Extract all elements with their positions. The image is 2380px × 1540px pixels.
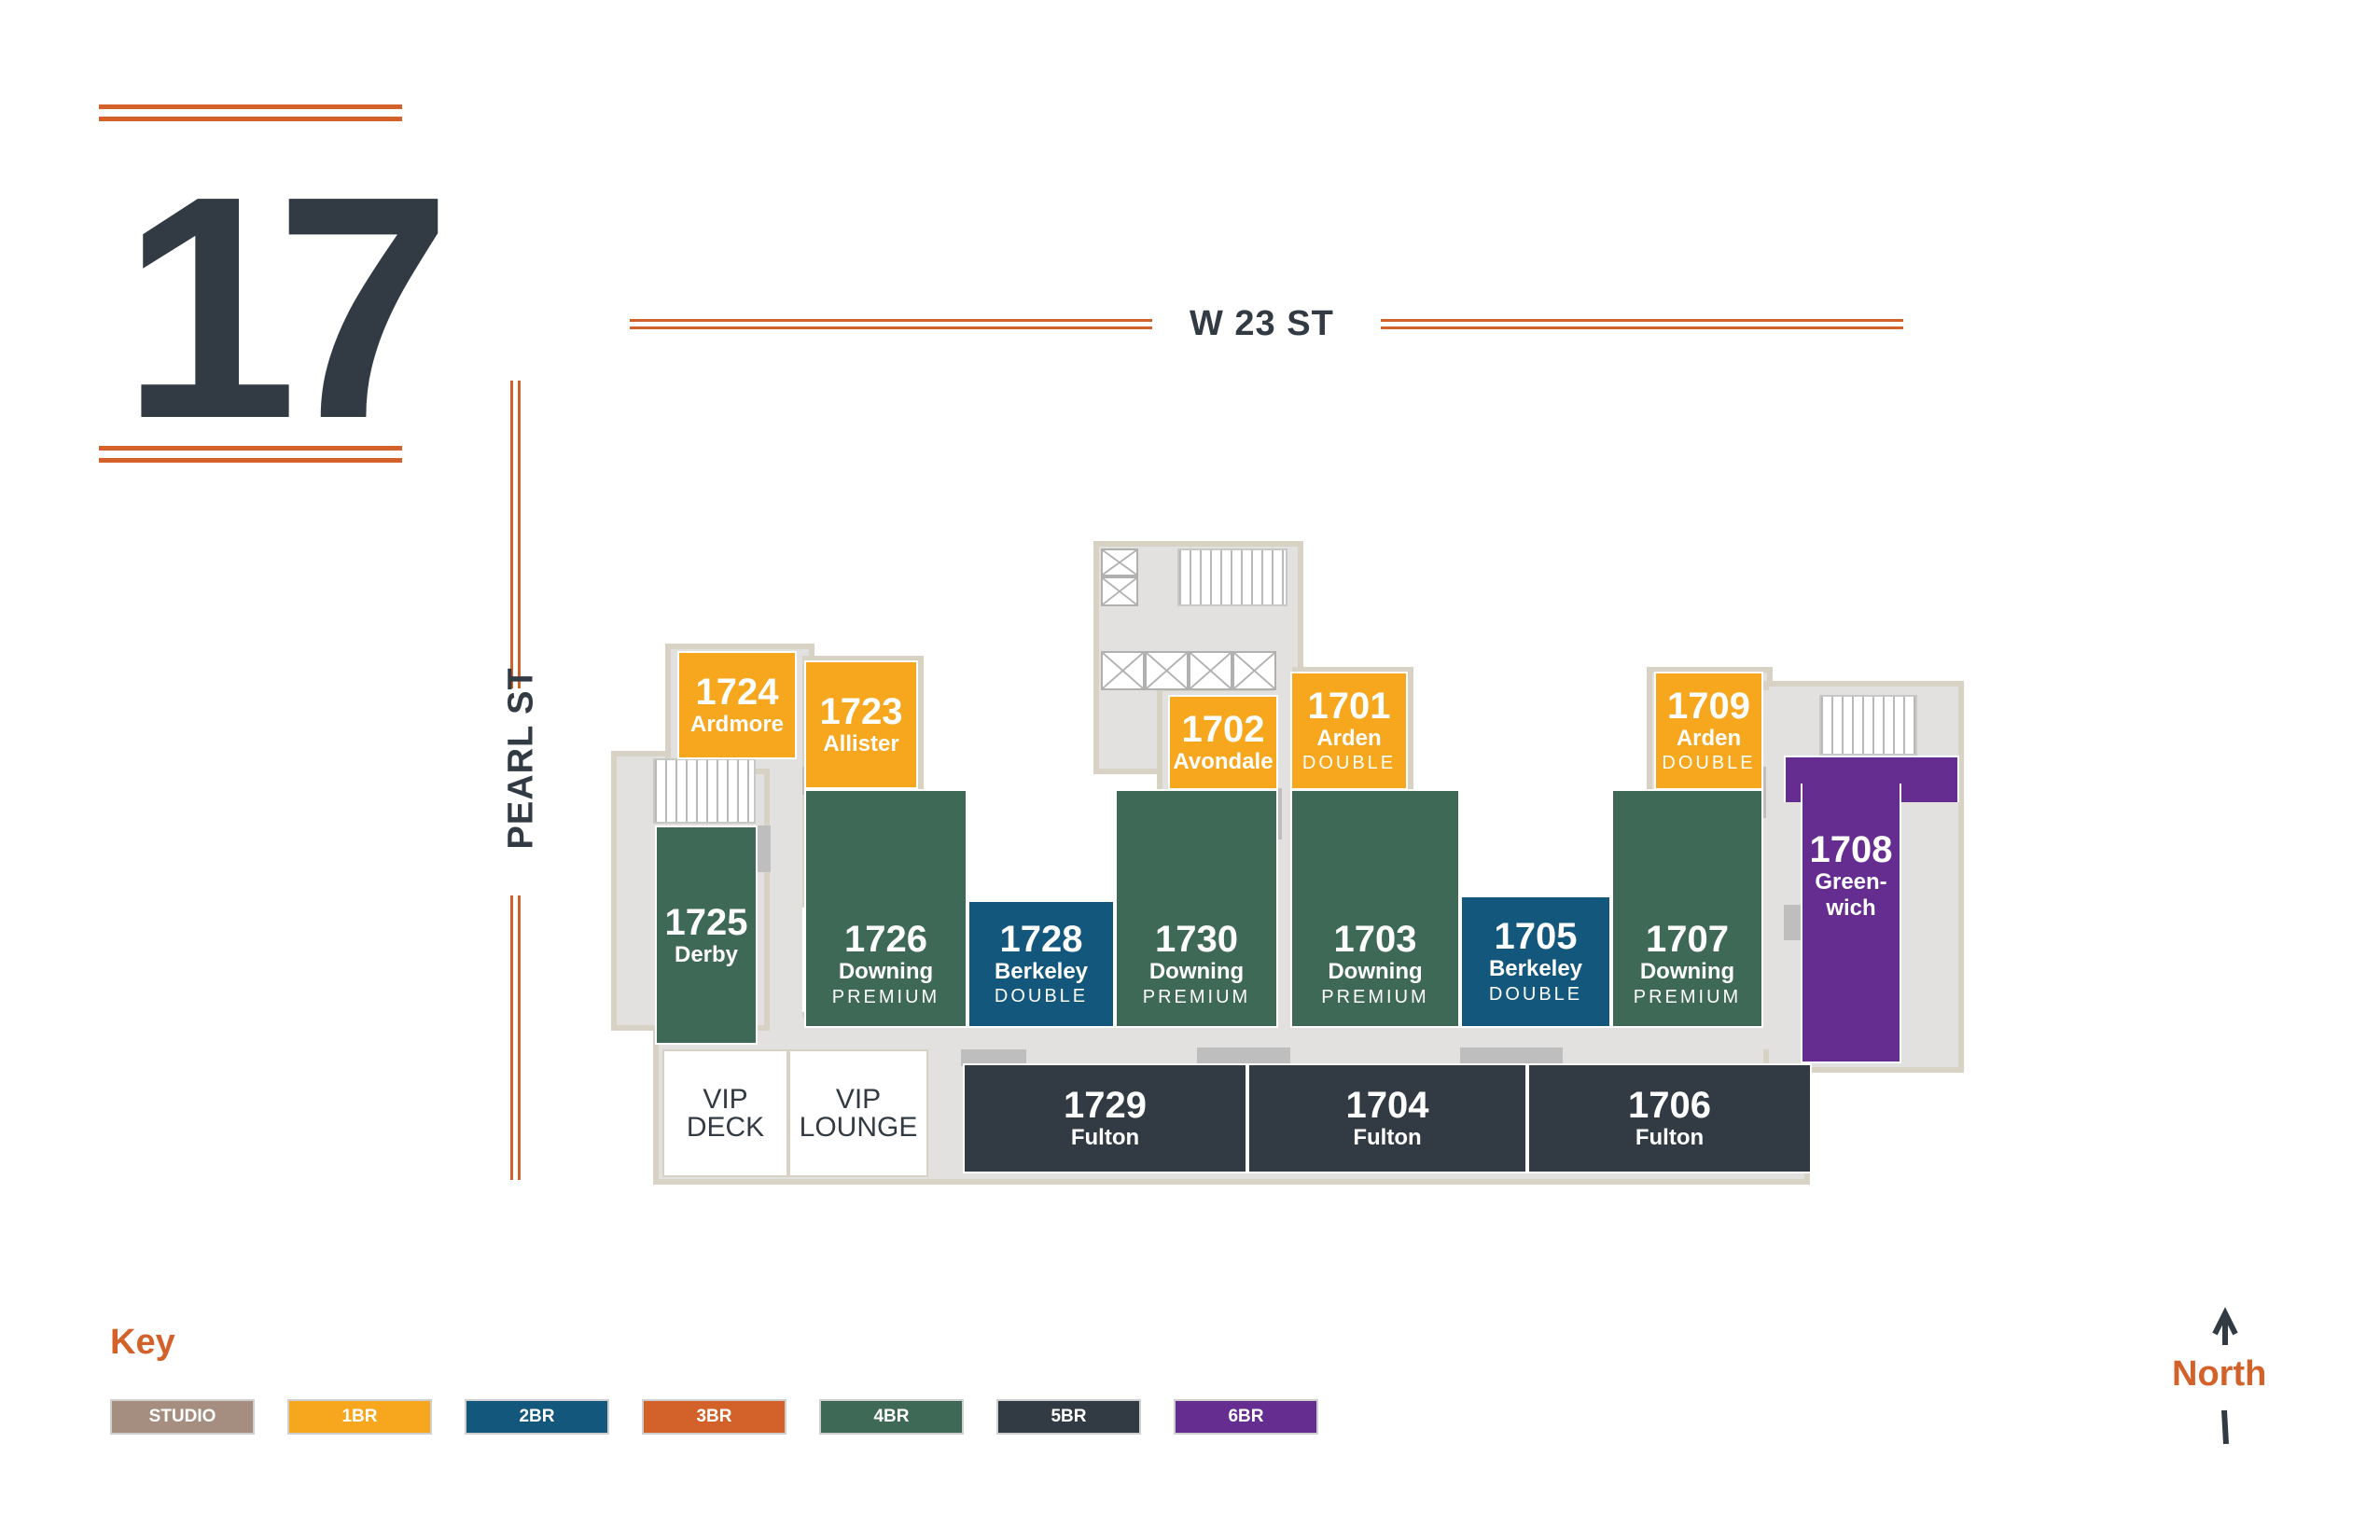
unit-type: DOUBLE: [1662, 753, 1756, 774]
street-rule-lower: [510, 895, 521, 1180]
unit-name: Allister: [823, 731, 899, 757]
unit-type: PREMIUM: [1633, 987, 1742, 1007]
key-title: Key: [110, 1323, 175, 1362]
unit-name: Berkeley: [1488, 956, 1583, 982]
shaft: [1784, 905, 1801, 940]
unit-name: Downing: [1328, 959, 1423, 985]
elevator-icon: [1232, 651, 1276, 690]
unit-name: Downing: [1639, 959, 1735, 985]
unit-type: PREMIUM: [1321, 987, 1429, 1007]
amenity-vip-lounge[interactable]: VIP LOUNGE: [788, 1049, 928, 1177]
key-item-1br: 1BR: [287, 1399, 432, 1435]
unit-number: 1707: [1646, 919, 1729, 961]
elevator-icon: [1101, 548, 1138, 576]
unit-1706[interactable]: 1706 Fulton: [1527, 1063, 1812, 1173]
shaft: [1460, 1047, 1563, 1064]
shaft: [961, 1049, 1026, 1066]
unit-number: 1724: [695, 672, 779, 714]
unit-name: Avondale: [1173, 749, 1274, 775]
unit-type: PREMIUM: [831, 987, 940, 1007]
unit-1709[interactable]: 1709 Arden DOUBLE: [1654, 672, 1763, 790]
stair-east: [1819, 695, 1917, 756]
unit-1701[interactable]: 1701 Arden DOUBLE: [1290, 672, 1408, 790]
floor-rule-top: [99, 104, 402, 121]
key-item-studio: STUDIO: [110, 1399, 255, 1435]
unit-name: Fulton: [1353, 1125, 1422, 1151]
elevator-icon: [1101, 651, 1145, 690]
corridor-north-south: [1274, 597, 1292, 1035]
unit-1704[interactable]: 1704 Fulton: [1247, 1063, 1527, 1173]
unit-number: 1729: [1064, 1085, 1147, 1127]
corridor-west: [770, 756, 802, 1035]
stair-west: [653, 758, 756, 824]
unit-type: DOUBLE: [994, 986, 1089, 1007]
unit-1707[interactable]: 1707 Downing PREMIUM: [1611, 789, 1763, 1028]
unit-1730[interactable]: 1730 Downing PREMIUM: [1115, 789, 1278, 1028]
north-arrow-icon: [2211, 1306, 2239, 1446]
unit-number: 1730: [1155, 919, 1238, 961]
shaft: [754, 825, 771, 872]
unit-1703[interactable]: 1703 Downing PREMIUM: [1290, 789, 1460, 1028]
key-item-6br: 6BR: [1174, 1399, 1318, 1435]
street-rule-left: [630, 319, 1152, 329]
unit-name: Downing: [1148, 959, 1245, 985]
street-label-west: PEARL ST: [501, 667, 541, 850]
unit-type: DOUBLE: [1301, 753, 1397, 774]
key-item-2br: 2BR: [465, 1399, 609, 1435]
unit-name: Fulton: [1635, 1125, 1705, 1151]
unit-1708[interactable]: 1708 Green- wich: [1801, 784, 1901, 1063]
street-rule-right: [1381, 319, 1903, 329]
unit-number: 1725: [664, 901, 748, 943]
amenity-vip-deck[interactable]: VIP DECK: [662, 1049, 788, 1177]
unit-number: 1709: [1667, 685, 1750, 727]
street-rule-upper: [510, 381, 521, 688]
unit-number: 1703: [1333, 919, 1417, 961]
floor-number: 17: [121, 131, 452, 485]
unit-1729[interactable]: 1729 Fulton: [963, 1063, 1247, 1173]
floor-rule-bottom: [99, 446, 402, 463]
key-item-5br: 5BR: [996, 1399, 1141, 1435]
unit-number: 1728: [999, 918, 1083, 960]
elevator-icon: [1189, 651, 1232, 690]
unit-type: DOUBLE: [1488, 983, 1583, 1005]
unit-type: PREMIUM: [1142, 987, 1251, 1007]
unit-number: 1704: [1345, 1085, 1429, 1127]
unit-name: Fulton: [1070, 1125, 1140, 1151]
unit-1702[interactable]: 1702 Avondale: [1168, 695, 1278, 790]
elevator-icon: [1145, 651, 1189, 690]
unit-1728[interactable]: 1728 Berkeley DOUBLE: [967, 900, 1115, 1028]
unit-number: 1705: [1494, 916, 1578, 958]
key-item-4br: 4BR: [819, 1399, 964, 1435]
unit-number: 1723: [819, 691, 903, 733]
unit-number: 1701: [1307, 685, 1391, 727]
unit-1725[interactable]: 1725 Derby: [655, 825, 758, 1045]
unit-number: 1708: [1809, 829, 1893, 870]
street-label-north: W 23 ST: [1190, 304, 1334, 343]
unit-1726[interactable]: 1726 Downing PREMIUM: [804, 789, 967, 1028]
unit-name: Ardmore: [689, 712, 785, 738]
unit-name: Downing: [838, 959, 934, 985]
unit-1723[interactable]: 1723 Allister: [804, 660, 918, 789]
unit-name: Green- wich: [1815, 869, 1887, 921]
north-label: North: [2172, 1354, 2267, 1394]
unit-name: Derby: [674, 941, 739, 967]
elevator-icon: [1101, 576, 1138, 606]
unit-name: Arden: [1676, 725, 1742, 751]
unit-1705[interactable]: 1705 Berkeley DOUBLE: [1460, 895, 1611, 1028]
unit-1724[interactable]: 1724 Ardmore: [677, 651, 797, 759]
stair-core: [1177, 548, 1287, 606]
key-item-3br: 3BR: [642, 1399, 786, 1435]
unit-number: 1726: [844, 919, 927, 961]
unit-name: Berkeley: [994, 958, 1089, 984]
unit-number: 1706: [1628, 1085, 1711, 1127]
unit-number: 1702: [1181, 709, 1265, 751]
unit-name: Arden: [1316, 725, 1382, 751]
shaft: [1197, 1047, 1290, 1068]
